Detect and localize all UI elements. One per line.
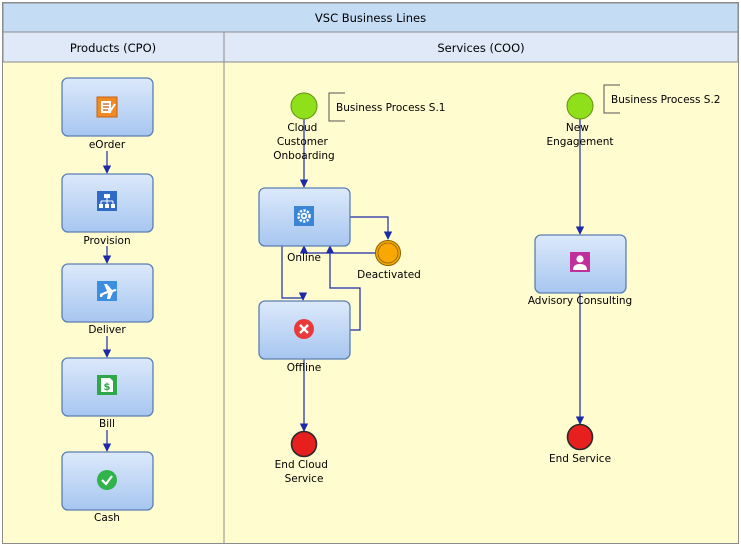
annotation-text: Business Process S.1 (336, 102, 446, 114)
lane-products-header[interactable] (2, 31, 225, 63)
gear-icon (294, 206, 314, 226)
svg-text:Cloud Customer Onb: Cloud Customer Onboarding (273, 122, 334, 162)
error-x-icon (294, 319, 314, 339)
pool-title: VSC Business Lines (315, 11, 426, 25)
annotation-bp1[interactable]: Business Process S.1 (328, 92, 446, 122)
start-event-cloud[interactable]: Cloud Customer Onboarding (273, 92, 335, 162)
intermediate-event-deactivated[interactable]: Deactivated (357, 240, 421, 282)
event-label: Cloud (287, 122, 317, 134)
task-bill[interactable]: $ Bill (61, 357, 154, 430)
person-icon (570, 252, 590, 272)
event-label: Customer (277, 136, 329, 148)
event-label: Onboarding (273, 150, 334, 162)
svg-text:New Engagement: New Engagement (547, 122, 614, 148)
lane-services-header[interactable] (223, 31, 739, 63)
event-label: End Cloud (275, 459, 328, 471)
event-label: Engagement (547, 136, 614, 148)
task-label: Deliver (88, 324, 126, 336)
task-label: Advisory Consulting (528, 295, 632, 307)
svg-text:End Cloud Service: End Cloud Service (275, 459, 332, 485)
event-label: Deactivated (357, 269, 421, 281)
task-label: Bill (99, 418, 115, 430)
task-cash[interactable]: Cash (61, 451, 154, 524)
start-event-new-engagement[interactable]: New Engagement (547, 92, 614, 148)
flow-deactivated-online[interactable] (299, 245, 376, 254)
lane-services-title: Services (COO) (437, 41, 524, 55)
event-label: End Service (549, 453, 611, 465)
pool-header (2, 2, 739, 33)
event-label: New (566, 122, 589, 134)
lane-products-title: Products (CPO) (70, 41, 156, 55)
end-event-service[interactable]: End Service (549, 423, 611, 466)
order-form-icon (96, 96, 118, 118)
event-label: Service (285, 473, 324, 485)
task-online[interactable]: Online (258, 187, 351, 264)
flow-offline-online[interactable] (325, 245, 361, 331)
hierarchy-icon (97, 191, 117, 211)
task-deliver[interactable]: Deliver (61, 263, 154, 336)
task-label: eOrder (89, 139, 126, 151)
checkmark-icon (97, 470, 117, 490)
task-offline[interactable]: Offline (258, 300, 351, 374)
airplane-icon (97, 281, 117, 301)
sequence-flows (102, 119, 585, 452)
task-provision[interactable]: Provision (61, 173, 154, 247)
task-label: Offline (287, 362, 321, 374)
task-eorder[interactable]: eOrder (61, 77, 154, 151)
task-label: Provision (83, 235, 130, 247)
svg-text:$: $ (104, 382, 111, 393)
task-label: Online (287, 252, 321, 264)
flow-online-deactivated[interactable] (350, 216, 393, 240)
bill-document-icon: $ (97, 375, 117, 395)
annotation-text: Business Process S.2 (611, 94, 721, 106)
task-advisory-consulting[interactable]: Advisory Consulting (528, 234, 632, 307)
end-event-cloud[interactable]: End Cloud Service (275, 430, 332, 486)
task-label: Cash (94, 512, 120, 524)
annotation-bp2[interactable]: Business Process S.2 (603, 84, 721, 114)
flow-online-offline[interactable] (281, 246, 308, 301)
